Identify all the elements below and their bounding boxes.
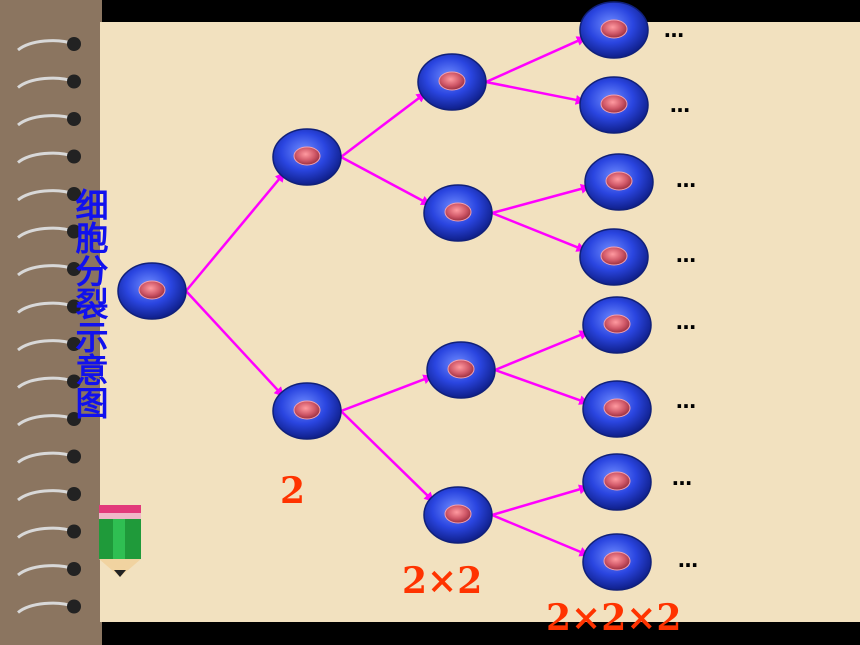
cell-icon	[582, 380, 652, 438]
ellipsis: …	[676, 243, 698, 267]
spiral-hole	[67, 487, 81, 501]
cell-icon	[579, 228, 649, 286]
division-arrow	[185, 171, 286, 292]
spiral-hole	[67, 524, 81, 539]
cell-icon	[272, 382, 342, 440]
spiral-hole	[67, 224, 81, 239]
ellipsis: …	[670, 93, 692, 117]
spiral-hole	[67, 37, 81, 51]
spiral-hole	[67, 562, 81, 576]
division-arrow	[185, 290, 285, 398]
division-arrow	[340, 155, 432, 206]
ellipsis: …	[676, 310, 698, 334]
ellipsis: …	[664, 18, 686, 42]
cell-icon	[272, 128, 342, 186]
ellipsis: …	[672, 466, 694, 490]
spiral-hole	[67, 412, 81, 426]
spiral-hole	[67, 374, 81, 389]
generation-2-label: 2×2	[402, 560, 483, 602]
spiral-hole	[67, 262, 81, 276]
division-arrow	[340, 410, 435, 503]
spiral-hole	[67, 337, 81, 351]
diagram-title: 细胞分裂示意图	[70, 188, 109, 419]
cell-icon	[582, 296, 652, 354]
cell-icon	[426, 341, 496, 399]
division-arrow	[491, 484, 589, 517]
pencil-icon	[99, 505, 141, 577]
spiral-hole	[67, 599, 81, 614]
spiral-hole	[67, 149, 81, 164]
cell-icon	[423, 184, 493, 242]
cell-icon	[423, 486, 493, 544]
ellipsis: …	[676, 168, 698, 192]
spiral-binding-icon	[17, 37, 81, 614]
division-arrow	[491, 513, 590, 557]
ellipsis: …	[676, 389, 698, 413]
division-arrow	[340, 92, 427, 158]
division-arrow	[340, 374, 434, 413]
spiral-hole	[67, 112, 81, 126]
division-arrow	[485, 80, 586, 105]
cell-icon	[584, 153, 654, 211]
cell-icon	[579, 1, 649, 59]
generation-3-label: 2×2×2	[546, 597, 682, 639]
cell-icon	[582, 533, 652, 591]
spiral-hole	[67, 299, 81, 314]
generation-1-label: 2	[280, 470, 306, 512]
division-arrow	[491, 184, 591, 215]
cell-icon	[582, 453, 652, 511]
cell-icon	[117, 262, 187, 320]
cell-icon	[417, 53, 487, 111]
division-arrow	[491, 211, 587, 252]
cell-icon	[579, 76, 649, 134]
spiral-hole	[67, 449, 81, 464]
spiral-hole	[67, 187, 81, 201]
ellipsis: …	[678, 548, 700, 572]
division-arrow	[494, 368, 590, 405]
division-arrow	[494, 330, 590, 372]
division-arrow	[485, 36, 587, 84]
spiral-hole	[67, 74, 81, 89]
